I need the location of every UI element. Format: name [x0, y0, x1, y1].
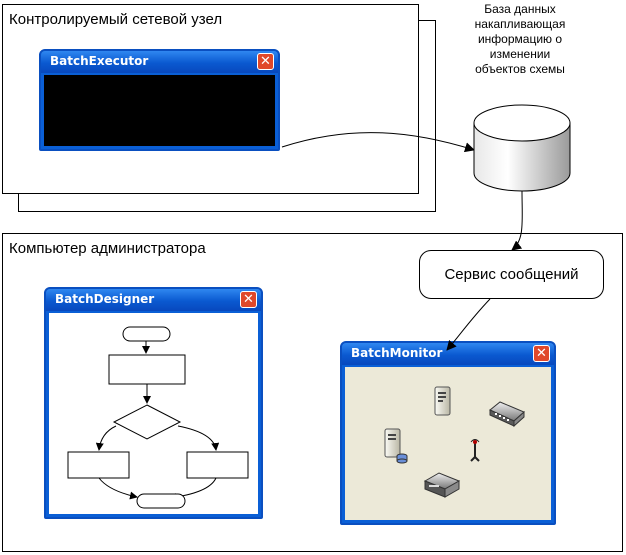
close-icon[interactable]: ✕	[240, 291, 257, 308]
database-to-service-connector	[511, 190, 523, 251]
database-icon	[473, 104, 571, 192]
admin-computer-title: Компьютер администратора	[9, 240, 206, 257]
batch-monitor-title: BatchMonitor	[351, 346, 443, 360]
batch-monitor-titlebar[interactable]: BatchMonitor ✕	[342, 343, 554, 365]
batch-designer-canvas[interactable]	[49, 313, 258, 514]
flowchart-process	[186, 451, 249, 479]
message-service-label: Сервис сообщений	[444, 266, 579, 283]
flowchart-connector	[98, 477, 138, 500]
batch-designer-titlebar[interactable]: BatchDesigner ✕	[46, 289, 261, 311]
close-icon[interactable]: ✕	[533, 345, 550, 362]
flowchart-process	[67, 451, 130, 479]
batch-executor-title: BatchExecutor	[50, 54, 149, 68]
flowchart-connector	[95, 425, 117, 451]
batch-monitor-window[interactable]: BatchMonitor ✕	[340, 341, 556, 525]
database-note-line: объектов схемы	[475, 62, 565, 76]
network-switch-icon[interactable]	[489, 401, 525, 428]
batch-executor-console	[44, 75, 275, 146]
batch-executor-window[interactable]: BatchExecutor ✕	[39, 49, 280, 151]
executor-to-database-connector	[281, 132, 475, 153]
flowchart	[67, 326, 249, 509]
database-note: База данных накапливающая информацию о и…	[455, 2, 585, 77]
batch-monitor-canvas[interactable]	[345, 367, 551, 520]
database-note-line: изменении	[489, 47, 551, 61]
batch-designer-title: BatchDesigner	[55, 292, 155, 306]
antenna-icon[interactable]	[470, 439, 480, 462]
batch-designer-window[interactable]: BatchDesigner ✕	[44, 287, 263, 519]
database-note-line: База данных	[484, 2, 556, 16]
database-server-icon[interactable]	[384, 428, 408, 464]
database-note-line: накапливающая	[474, 17, 566, 31]
close-icon[interactable]: ✕	[257, 53, 274, 70]
flowchart-end	[136, 493, 186, 509]
flowchart-process	[108, 354, 186, 385]
router-icon[interactable]	[423, 472, 461, 498]
flowchart-decision	[112, 404, 182, 440]
service-to-monitor-connector	[446, 298, 491, 351]
batch-executor-titlebar[interactable]: BatchExecutor ✕	[41, 51, 278, 73]
database-note-line: информацию о	[477, 32, 563, 46]
message-service-box: Сервис сообщений	[419, 250, 604, 299]
flowchart-connector	[177, 425, 220, 451]
server-icon[interactable]	[434, 386, 451, 416]
network-node-title: Контролируемый сетевой узел	[9, 11, 223, 28]
